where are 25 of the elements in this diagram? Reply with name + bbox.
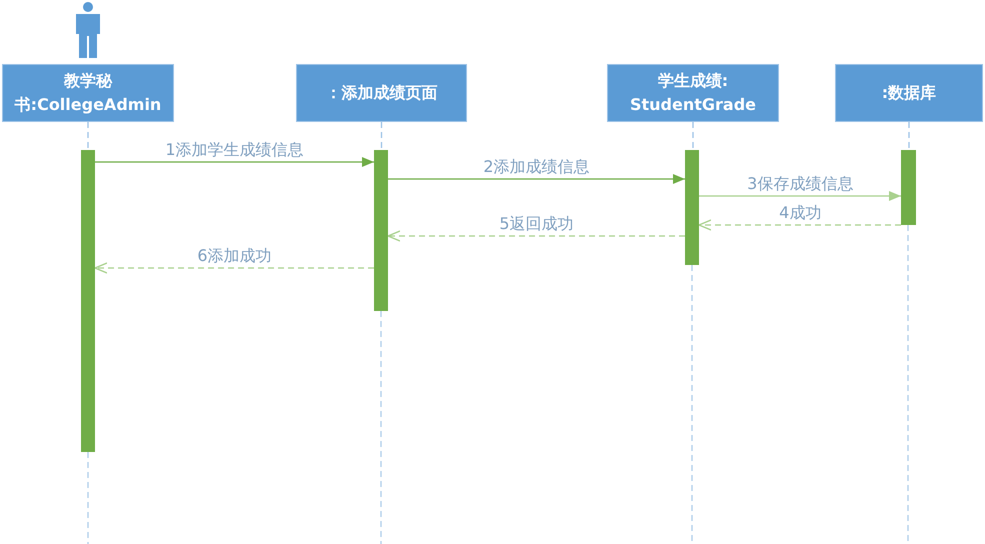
lifeline [380, 122, 382, 150]
activation-bar [81, 150, 95, 452]
lifeline [87, 122, 89, 150]
lifeline-header: :数据库 [835, 64, 983, 122]
message-arrow [699, 191, 901, 201]
message-arrow [388, 174, 685, 184]
lifeline-header: ：添加成绩页面 [296, 64, 467, 122]
activation-bar [374, 150, 388, 311]
lifeline [908, 122, 910, 150]
message-arrow [387, 230, 685, 242]
edge-label: 2添加成绩信息 [483, 158, 590, 176]
activation-bar [685, 150, 699, 265]
lifeline-header: 学生成绩: StudentGrade [607, 64, 779, 122]
person-icon [74, 2, 102, 58]
edge-label: 3保存成绩信息 [747, 175, 854, 193]
edge-label: 1添加学生成绩信息 [165, 141, 304, 159]
message-arrow [94, 262, 374, 274]
message-arrow [698, 219, 901, 231]
message-arrow [95, 157, 374, 167]
edge-label: 5返回成功 [499, 215, 574, 233]
lifeline-header: 教学秘书:CollegeAdmin [2, 64, 174, 122]
lifeline [692, 122, 694, 150]
edge-label: 6添加成功 [197, 247, 272, 265]
edge-label: 4成功 [779, 204, 822, 222]
activation-bar [901, 150, 916, 225]
